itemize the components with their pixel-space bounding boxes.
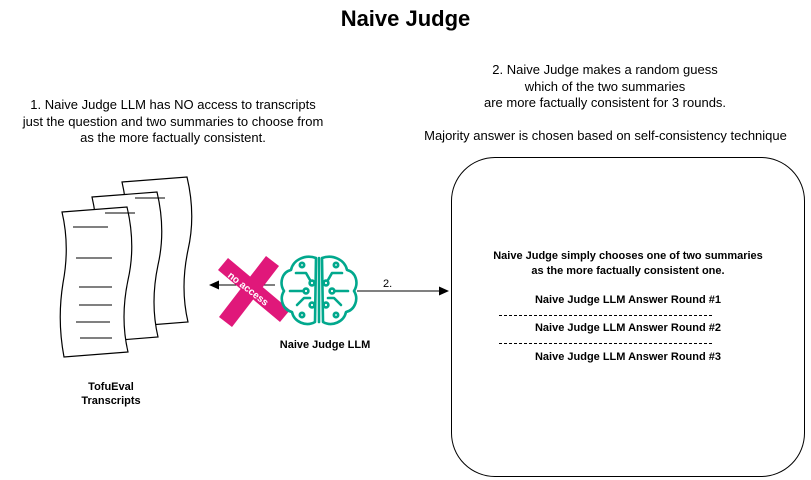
document-text-lines bbox=[73, 197, 165, 339]
note-majority: Majority answer is chosen based on self-… bbox=[424, 128, 787, 143]
llm-to-result-arrow bbox=[357, 286, 449, 296]
note-random-guess: 2. Naive Judge makes a random guess whic… bbox=[430, 62, 780, 112]
step-2-arrow-label: 2. bbox=[383, 278, 393, 290]
llm-label: Naive Judge LLM bbox=[279, 339, 371, 351]
answer-round-2: Naive Judge LLM Answer Round #2 bbox=[534, 322, 721, 334]
result-description: Naive Judge simply chooses one of two su… bbox=[451, 249, 805, 279]
transcripts-label: TofuEval Transcripts bbox=[56, 380, 166, 408]
round-divider-2 bbox=[499, 343, 712, 344]
result-description-line-2: as the more factually consistent one. bbox=[531, 265, 725, 277]
brain-circuit-icon bbox=[280, 255, 358, 326]
transcripts-label-line-2: Transcripts bbox=[81, 395, 141, 407]
round-divider-1 bbox=[499, 315, 712, 316]
note-random-guess-line-3: are more factually consistent for 3 roun… bbox=[483, 95, 727, 110]
note-no-access: 1. Naive Judge LLM has NO access to tran… bbox=[0, 97, 346, 147]
no-access-cross-icon: no access bbox=[218, 256, 290, 327]
transcripts-label-line-1: TofuEval bbox=[88, 381, 134, 393]
note-no-access-line-2: just the question and two summaries to c… bbox=[22, 113, 324, 129]
note-no-access-line-3: as the more factually consistent. bbox=[80, 130, 266, 145]
note-random-guess-line-1: 2. Naive Judge makes a random guess bbox=[492, 62, 718, 77]
answer-round-1: Naive Judge LLM Answer Round #1 bbox=[534, 294, 721, 306]
result-description-line-1: Naive Judge simply chooses one of two su… bbox=[493, 250, 763, 262]
answer-round-3: Naive Judge LLM Answer Round #3 bbox=[534, 351, 721, 363]
note-random-guess-line-2: which of the two summaries bbox=[524, 78, 686, 94]
document-page-front bbox=[59, 206, 133, 358]
result-box bbox=[451, 157, 805, 477]
note-no-access-line-1: 1. Naive Judge LLM has NO access to tran… bbox=[30, 97, 316, 112]
transcripts-document-stack-icon bbox=[59, 176, 193, 358]
diagram-title: Naive Judge bbox=[340, 6, 471, 31]
